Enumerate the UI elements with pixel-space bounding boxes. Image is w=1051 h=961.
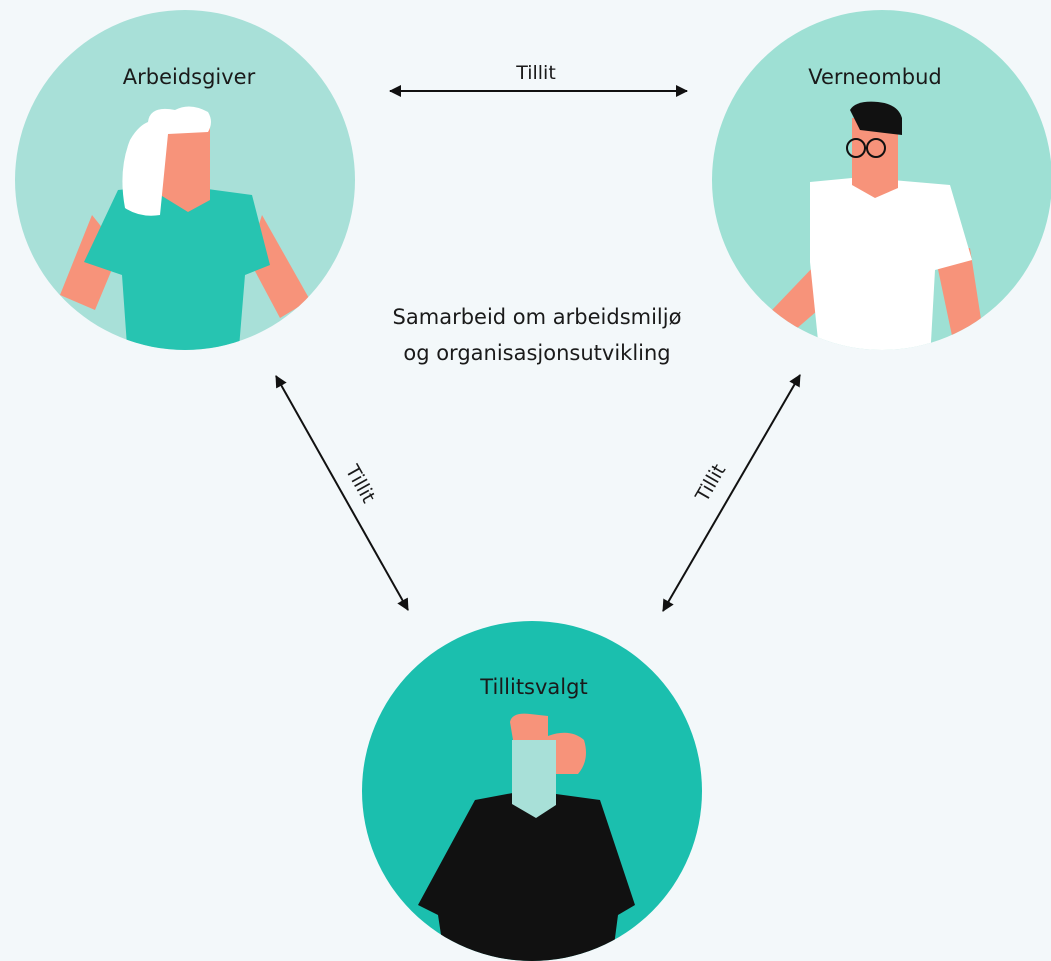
union-rep-node: Tillitsvalgt bbox=[362, 621, 702, 961]
safety-rep-node: Verneombud bbox=[712, 10, 1051, 350]
employer-node: Arbeidsgiver bbox=[15, 10, 355, 350]
safety-rep-person-illustration bbox=[772, 101, 985, 350]
trust-label-right: Tillit bbox=[691, 460, 730, 506]
employer-label: Arbeidsgiver bbox=[123, 65, 256, 89]
trust-arrow-right bbox=[662, 374, 801, 612]
trust-label-top: Tillit bbox=[515, 62, 556, 84]
union-rep-label: Tillitsvalgt bbox=[479, 675, 587, 699]
trust-arrow-left bbox=[275, 375, 409, 611]
employer-person-illustration bbox=[60, 106, 310, 350]
union-rep-person-illustration bbox=[418, 713, 635, 961]
center-text-line2: og organisasjonsutvikling bbox=[403, 341, 670, 365]
center-text-line1: Samarbeid om arbeidsmiljø bbox=[393, 305, 682, 329]
safety-rep-label: Verneombud bbox=[808, 65, 941, 89]
